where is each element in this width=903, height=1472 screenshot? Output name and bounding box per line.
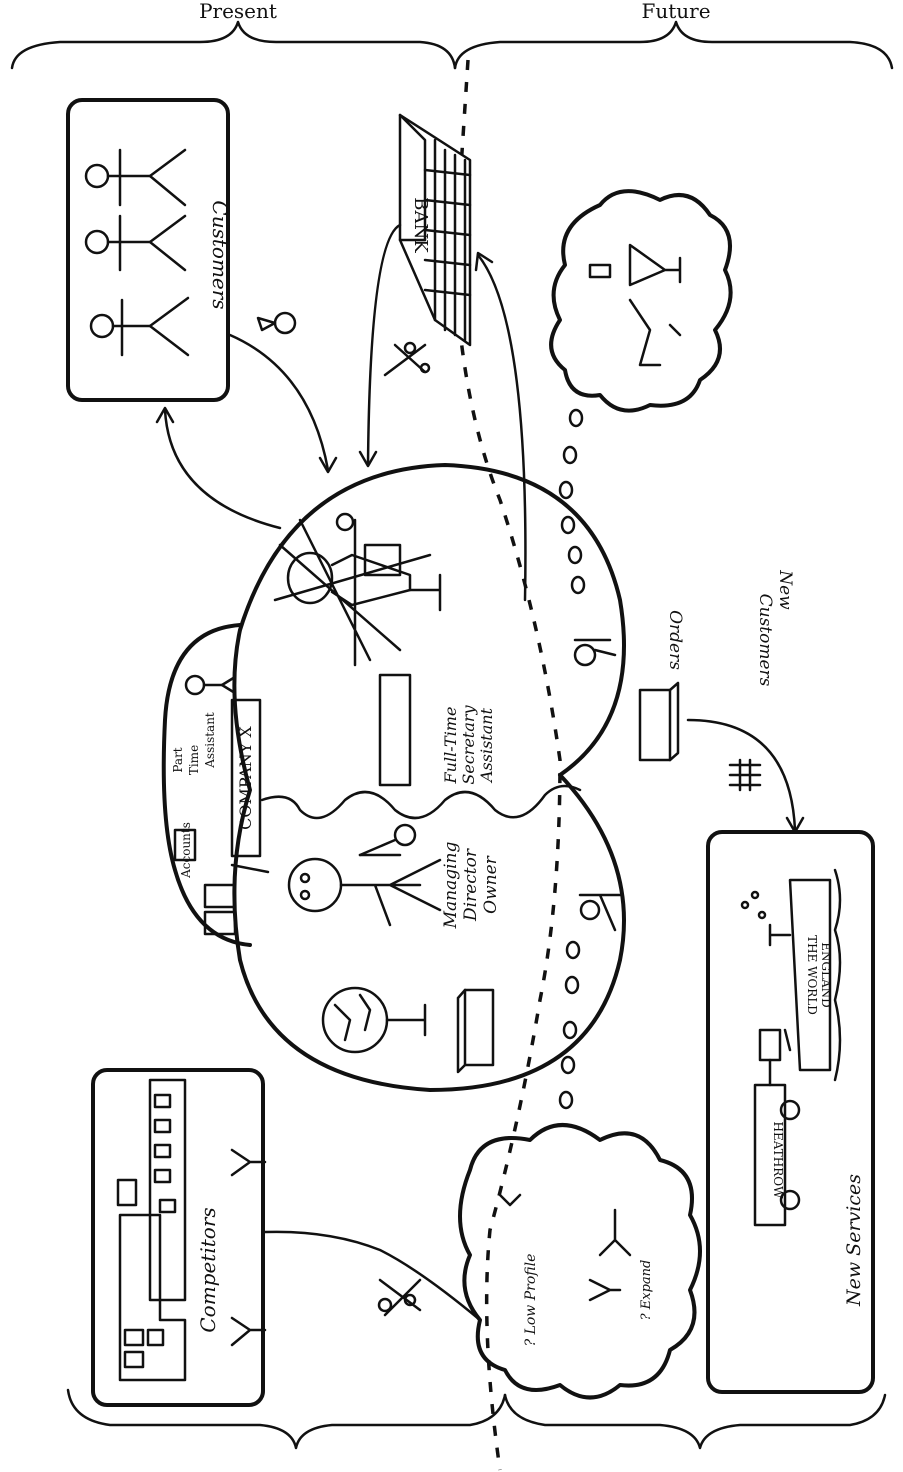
svg-text:Full-Time: Full-Time xyxy=(441,707,460,785)
company-x-label: COMPANY X xyxy=(236,726,255,830)
svg-text:Assistant: Assistant xyxy=(477,707,496,784)
thought-cloud-bottom xyxy=(460,1125,700,1398)
competitors-label: Competitors xyxy=(196,1207,220,1332)
ship-text-1: THE WORLD xyxy=(805,935,819,1015)
future-figure-icon xyxy=(575,640,615,665)
svg-text:Part: Part xyxy=(171,747,185,772)
customers-label: Customers xyxy=(208,200,232,309)
company-blob xyxy=(234,465,624,1090)
expand-label: ? Expand xyxy=(639,1260,654,1321)
future-brace xyxy=(455,22,892,68)
heathrow-label: HEATHROW xyxy=(771,1122,785,1200)
low-profile-label: ? Low Profile xyxy=(523,1254,539,1347)
cloud-bottom-drawing xyxy=(500,1195,630,1300)
company-divider xyxy=(262,786,580,818)
svg-text:Customers: Customers xyxy=(755,594,775,687)
seated-figure-icon xyxy=(580,895,620,930)
full-time-label: Full-Time Secretary Assistant xyxy=(441,704,496,784)
competitors-to-cloud-arrow xyxy=(265,1232,480,1320)
new-services-box xyxy=(708,832,873,1392)
parcel-icon xyxy=(458,990,493,1072)
svg-text:Secretary: Secretary xyxy=(459,704,478,784)
svg-text:Owner: Owner xyxy=(481,855,501,913)
crossed-swords-icon xyxy=(385,343,429,375)
full-time-assistant-figure xyxy=(275,514,440,785)
orders-box-icon xyxy=(640,683,678,760)
new-customers-label: New Customers xyxy=(755,569,795,686)
svg-text:Time: Time xyxy=(187,745,201,775)
thought-dots-bottom xyxy=(560,942,579,1108)
present-label: Present xyxy=(199,0,277,23)
present-brace xyxy=(12,22,455,68)
new-customers-figures-icon xyxy=(730,760,760,790)
part-time-assistant-figure xyxy=(186,676,235,694)
accounts-arrow xyxy=(232,865,268,872)
factory-buildings-icon xyxy=(118,1080,185,1380)
svg-text:New: New xyxy=(775,569,795,610)
customer-figures xyxy=(86,150,188,355)
swords-icon-bottom xyxy=(379,1280,420,1315)
customers-to-company-arrow xyxy=(230,335,328,470)
globe-icon xyxy=(323,988,425,1052)
competitors-box xyxy=(93,1070,263,1405)
ship-text-2: ENGLAND xyxy=(819,942,833,1008)
managing-director-label: Managing Director Owner xyxy=(441,841,501,929)
company-to-customers-arrow xyxy=(165,410,280,528)
part-time-label: Part Time Assistant xyxy=(171,712,217,775)
competitor-fighter-icon xyxy=(232,1150,265,1345)
company-to-bank-arrow xyxy=(478,255,525,600)
thought-cloud-top xyxy=(551,191,731,411)
future-bottom-brace xyxy=(505,1395,885,1448)
managing-director-figure xyxy=(289,825,440,925)
svg-text:Managing: Managing xyxy=(441,841,461,929)
present-bottom-brace xyxy=(68,1390,505,1448)
thought-cloud-top-drawing xyxy=(590,245,680,365)
svg-text:Assistant: Assistant xyxy=(203,712,217,769)
future-label: Future xyxy=(641,0,710,23)
new-services-label: New Services xyxy=(843,1174,865,1307)
customers-box xyxy=(68,100,228,400)
svg-text:Director: Director xyxy=(461,848,481,922)
bank-label: BANK xyxy=(410,197,431,253)
orders-label: Orders xyxy=(665,610,685,670)
bag-icon xyxy=(258,313,295,333)
